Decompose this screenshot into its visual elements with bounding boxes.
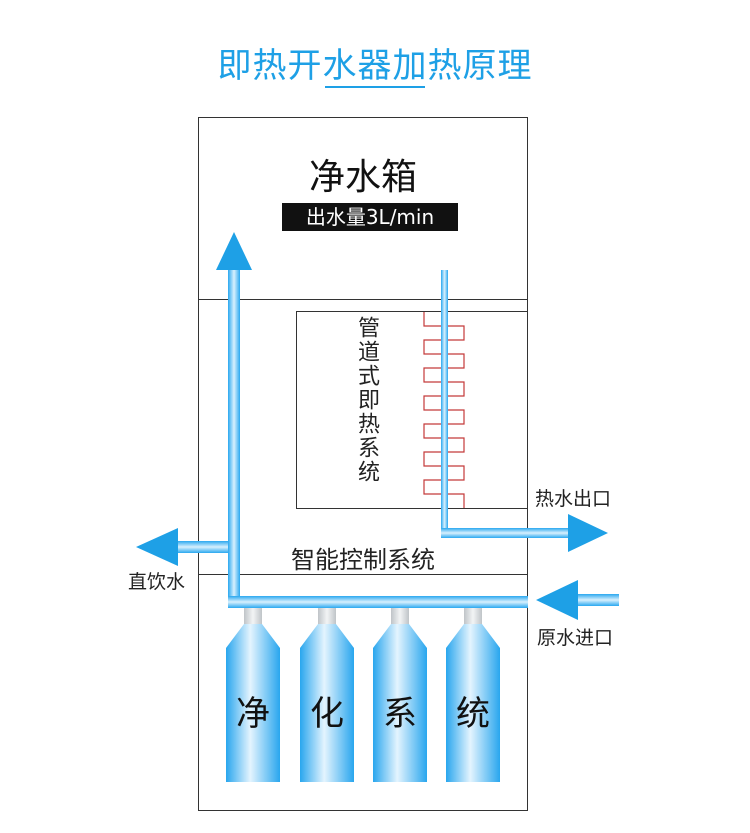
inlet-arrow-icon [536, 580, 578, 620]
hot-water-outlet-label: 热水出口 [535, 488, 612, 510]
filter-bottle [226, 608, 280, 782]
direct-water-label: 直饮水 [128, 571, 186, 593]
page-title: 即热开水器加热原理 [217, 46, 533, 86]
filter-bottle [446, 608, 500, 782]
filter-bottle [373, 608, 427, 782]
raw-water-inlet-label: 原水进口 [537, 627, 614, 649]
filter-label: 系 [383, 694, 417, 734]
tank-divider [198, 299, 528, 300]
direct-water-outlet [136, 528, 228, 566]
up-arrow-icon [216, 232, 252, 270]
flow-rate-label: 出水量3L/min [282, 203, 458, 231]
heating-system-box [296, 311, 528, 509]
hot-water-pipe [441, 270, 608, 552]
title-underline [325, 86, 425, 88]
heating-system-label: 管道式即热系统 [354, 316, 379, 484]
control-divider [198, 574, 528, 575]
filter-label: 化 [310, 694, 344, 734]
filter-label: 统 [456, 694, 490, 734]
filter-label: 净 [236, 694, 270, 734]
filter-bottles [226, 608, 500, 782]
raw-water-inlet [536, 580, 619, 620]
hot-water-arrow-icon [568, 514, 608, 552]
direct-arrow-icon [136, 528, 178, 566]
supply-pipe [216, 232, 528, 608]
control-system-label: 智能控制系统 [291, 546, 435, 574]
tank-title: 净水箱 [308, 157, 417, 198]
filter-bottle [300, 608, 354, 782]
